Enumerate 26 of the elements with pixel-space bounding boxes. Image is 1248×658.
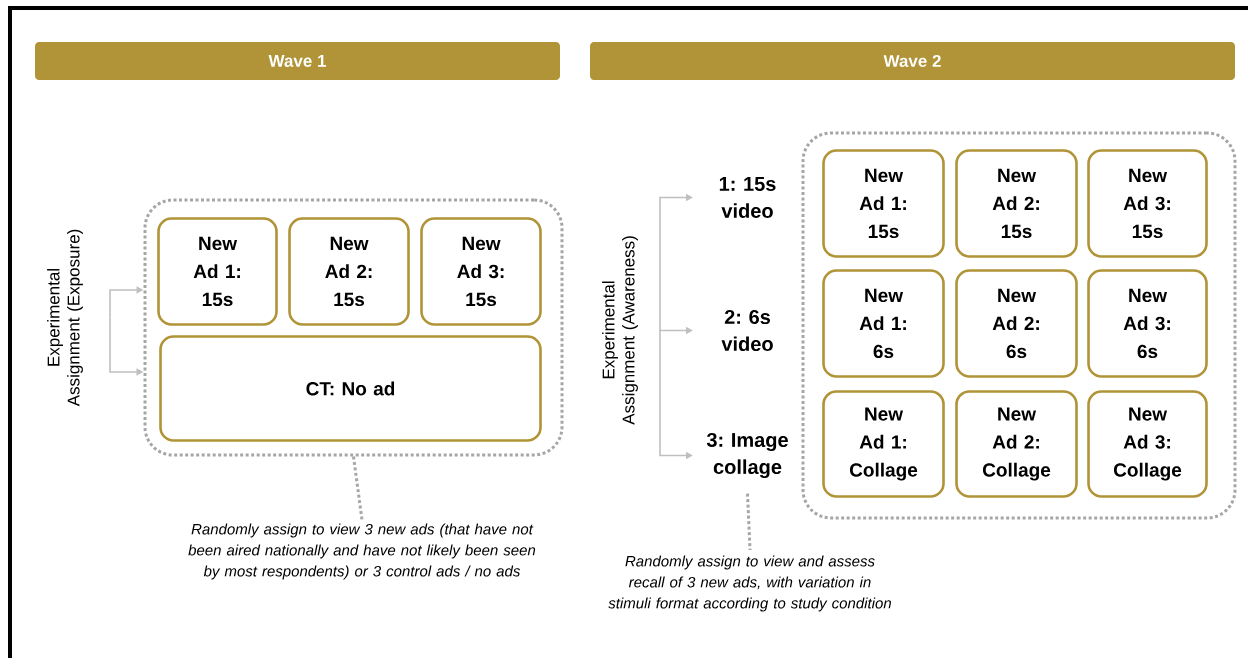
ad-box: New Ad 3: 15s xyxy=(1087,149,1208,258)
condition-label: 1: 15s video xyxy=(719,177,776,218)
condition-label: 2: 6s video xyxy=(721,309,773,352)
connector-line xyxy=(746,493,752,551)
connector-line xyxy=(352,456,364,521)
ad-box: New Ad 1: 15s xyxy=(157,217,278,326)
ad-box: New Ad 1: Collage xyxy=(822,390,945,498)
wave-banner: Wave 2 xyxy=(590,42,1235,80)
note-text: Randomly assign to view 3 new ads (that have not been aired nationally and have not likely been seen by most respondents) or 3 control ads / no ads xyxy=(188,523,536,580)
axis-label: Experimental Assignment (Awareness) xyxy=(602,236,638,425)
ad-box: CT: No ad xyxy=(159,335,542,442)
ad-box: New Ad 2: 6s xyxy=(955,269,1078,378)
note-text: Randomly assign to view and assess recall of 3 new ads, with variation in stimuli format according to study condition xyxy=(608,555,891,612)
dotted-group xyxy=(143,198,564,457)
wave-banner: Wave 1 xyxy=(35,42,560,80)
ad-box: New Ad 3: 15s xyxy=(420,217,542,326)
ad-box: New Ad 2: Collage xyxy=(955,390,1078,498)
condition-label: 3: Image collage xyxy=(706,432,788,479)
axis-label: Experimental Assignment (Exposure) xyxy=(47,229,83,407)
ad-box: New Ad 1: 6s xyxy=(822,269,945,378)
dotted-group xyxy=(801,131,1237,520)
ad-box: New Ad 3: Collage xyxy=(1087,390,1208,498)
ad-box: New Ad 2: 15s xyxy=(955,149,1078,258)
ad-box: New Ad 1: 15s xyxy=(822,149,945,258)
ad-box: New Ad 2: 15s xyxy=(288,217,410,326)
ad-box: New Ad 3: 6s xyxy=(1087,269,1208,378)
